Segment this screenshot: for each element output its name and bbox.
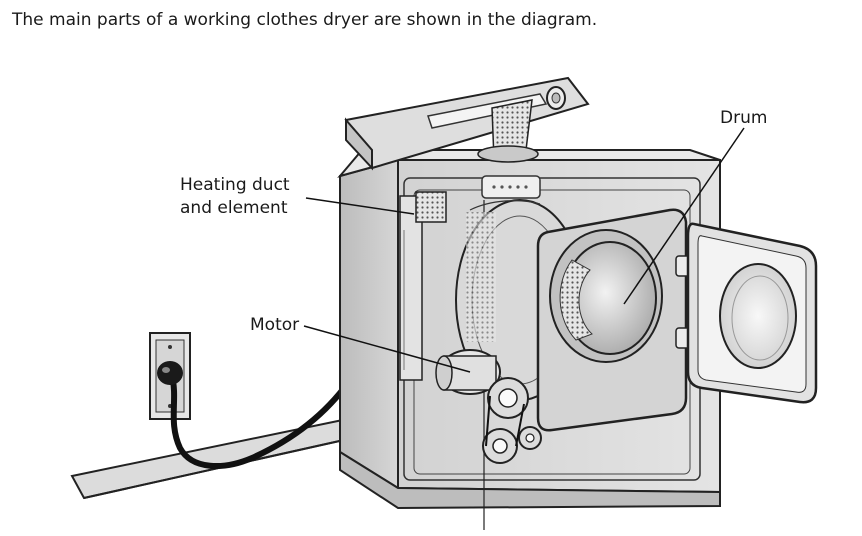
heating-duct-label-line1: Heating duct xyxy=(180,175,290,195)
front-panel xyxy=(536,208,688,432)
diagram-caption: The main parts of a working clothes drye… xyxy=(12,10,598,30)
floor-baseboard xyxy=(70,414,363,500)
motor-leader-line xyxy=(303,325,471,373)
power-cord xyxy=(157,361,353,469)
leader-lines xyxy=(303,127,745,373)
heating-leader-line xyxy=(305,197,415,215)
motor-label: Motor xyxy=(250,315,299,335)
heating-duct-label-line2: and element xyxy=(180,198,288,218)
control-console xyxy=(344,76,590,171)
drum-leader-line xyxy=(623,127,745,305)
dryer-door xyxy=(686,222,818,404)
drum-label: Drum xyxy=(720,108,767,128)
heating-duct xyxy=(399,191,447,381)
